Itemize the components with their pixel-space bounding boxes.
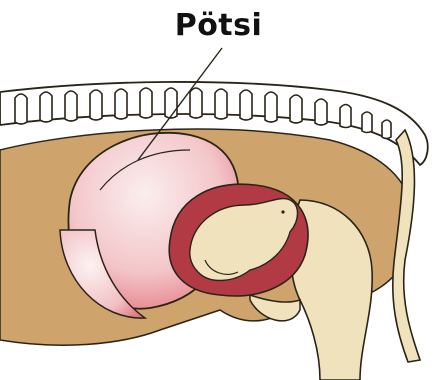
tail: [393, 130, 420, 362]
calf-eye: [281, 210, 284, 213]
